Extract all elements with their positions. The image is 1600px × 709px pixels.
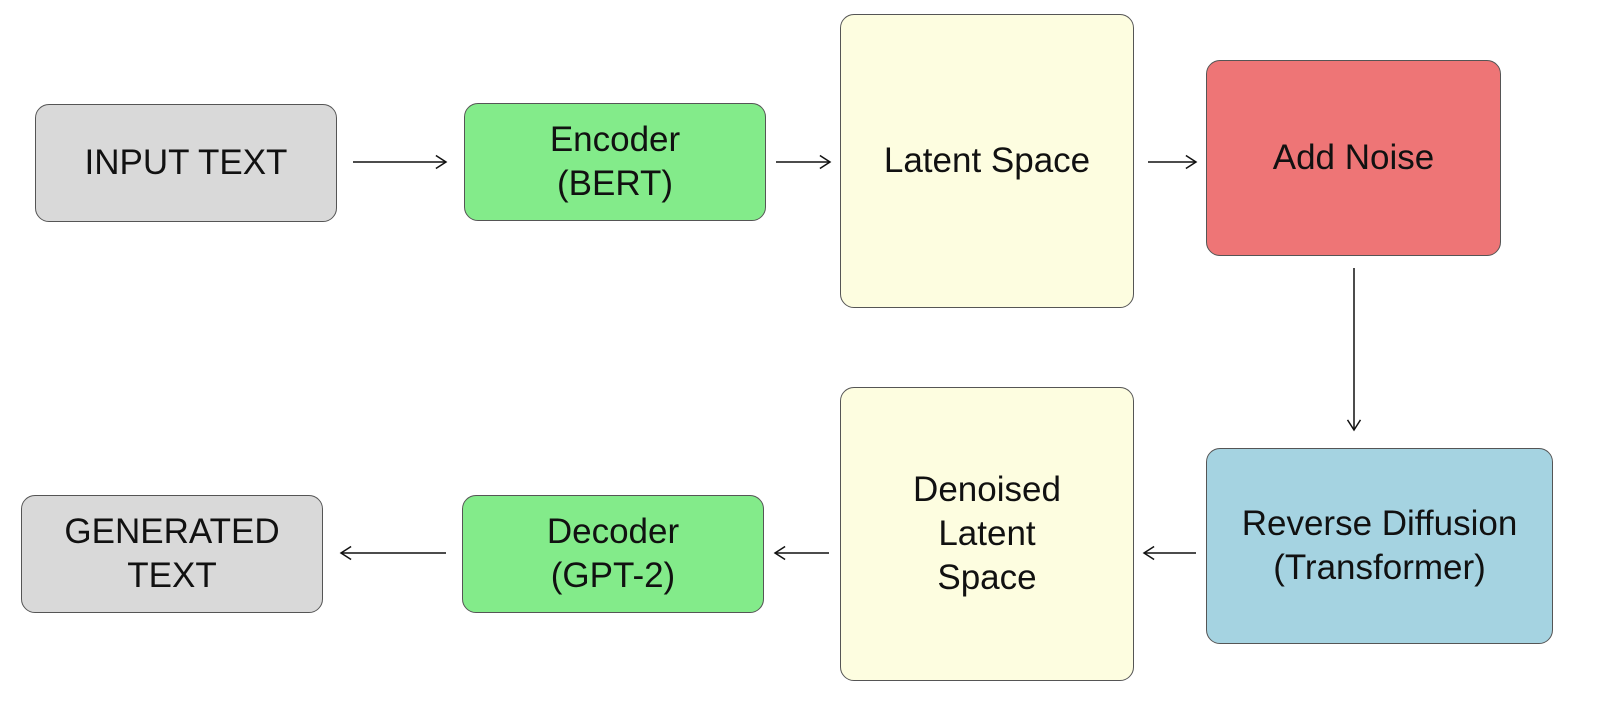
denoised-label-line-1: Denoised bbox=[913, 470, 1061, 509]
encoder-label: Encoder bbox=[549, 120, 681, 159]
arrow-encoder-to-latent-space bbox=[776, 154, 832, 170]
add-noise-box: Add Noise bbox=[1206, 60, 1501, 256]
latent-space-label: Latent Space bbox=[883, 141, 1091, 180]
reverse-diffusion-label: Reverse Diffusion bbox=[1241, 504, 1518, 543]
decoder-model-label: (GPT-2) bbox=[550, 556, 676, 595]
generated-text-label-line-1: GENERATED bbox=[64, 512, 280, 551]
input-text-box: INPUT TEXT bbox=[35, 104, 337, 222]
add-noise-label: Add Noise bbox=[1272, 138, 1435, 177]
arrow-add-noise-to-reverse-diffusion bbox=[1346, 268, 1362, 432]
arrow-denoised-latent-to-decoder bbox=[773, 545, 829, 561]
denoised-label-line-2: Latent bbox=[938, 514, 1036, 553]
generated-text-box: GENERATED TEXT bbox=[21, 495, 323, 613]
arrow-input-text-to-encoder bbox=[353, 154, 448, 170]
encoder-model-label: (BERT) bbox=[556, 164, 674, 203]
decoder-box: Decoder (GPT-2) bbox=[462, 495, 764, 613]
reverse-diffusion-model-label: (Transformer) bbox=[1273, 548, 1486, 587]
arrow-decoder-to-generated-text bbox=[339, 545, 446, 561]
latent-space-box: Latent Space bbox=[840, 14, 1134, 308]
decoder-label: Decoder bbox=[546, 512, 680, 551]
denoised-latent-space-box: Denoised Latent Space bbox=[840, 387, 1134, 681]
arrow-reverse-diffusion-to-denoised-latent bbox=[1142, 545, 1196, 561]
reverse-diffusion-box: Reverse Diffusion (Transformer) bbox=[1206, 448, 1553, 644]
generated-text-label-line-2: TEXT bbox=[127, 556, 217, 595]
input-text-label: INPUT TEXT bbox=[84, 143, 288, 182]
denoised-label-line-3: Space bbox=[937, 558, 1037, 597]
encoder-box: Encoder (BERT) bbox=[464, 103, 766, 221]
arrow-latent-space-to-add-noise bbox=[1148, 154, 1198, 170]
